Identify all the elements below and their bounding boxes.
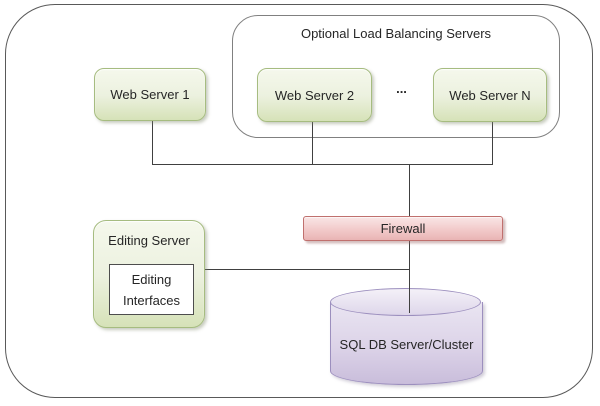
- connector-web-server-1: [152, 119, 153, 165]
- node-web-server-n: Web Server N: [433, 68, 547, 122]
- node-web-server-2-label: Web Server 2: [274, 87, 355, 103]
- load-balancing-container-title: Optional Load Balancing Servers: [300, 26, 492, 41]
- node-editing-server-label: Editing Server: [108, 233, 190, 248]
- ellipsis-more-servers: ...: [396, 81, 407, 96]
- node-web-server-n-label: Web Server N: [449, 87, 531, 103]
- connector-bus: [152, 164, 493, 165]
- database-cylinder-top: [330, 288, 481, 316]
- node-firewall-label: Firewall: [380, 221, 426, 236]
- connector-bus-to-firewall: [409, 164, 410, 217]
- node-firewall: Firewall: [303, 216, 503, 241]
- connector-web-server-2: [312, 120, 313, 165]
- node-web-server-2: Web Server 2: [257, 68, 372, 122]
- node-web-server-1-label: Web Server 1: [110, 87, 190, 102]
- connector-firewall-to-database: [409, 239, 410, 313]
- node-editing-interfaces: Editing Interfaces: [109, 264, 194, 315]
- connector-web-server-n: [492, 120, 493, 165]
- node-web-server-1: Web Server 1: [94, 68, 206, 121]
- connector-editing-to-center: [205, 269, 410, 270]
- editing-interfaces-line1: Editing: [131, 271, 172, 287]
- editing-interfaces-line2: Interfaces: [122, 292, 181, 308]
- node-database-label: SQL DB Server/Cluster: [339, 337, 474, 352]
